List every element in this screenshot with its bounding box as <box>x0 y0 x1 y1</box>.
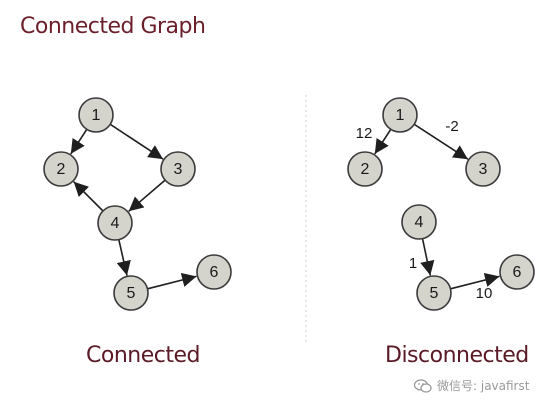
wechat-icon <box>413 378 432 393</box>
node-label: 6 <box>513 264 522 281</box>
node-circle <box>196 254 232 290</box>
watermark: 微信号: javafirst <box>413 377 530 394</box>
edge-1-3 <box>413 123 469 160</box>
edge-5-6 <box>450 272 500 290</box>
graph-connected: 1 2 3 4 5 6 <box>43 97 232 311</box>
graph-node: 4 <box>97 205 133 241</box>
edge-1-3 <box>109 123 164 160</box>
graph-node: 5 <box>416 275 452 311</box>
edge-4-2 <box>73 181 104 212</box>
node-label: 5 <box>430 285 439 302</box>
watermark-text: 微信号: javafirst <box>437 379 530 393</box>
node-circle <box>401 204 437 240</box>
edge-weight-label: 10 <box>476 285 493 302</box>
edge-4-5 <box>116 239 131 276</box>
edge-5-6 <box>147 272 197 290</box>
graph-node: 6 <box>499 254 535 290</box>
node-circle <box>499 254 535 290</box>
node-label: 2 <box>361 161 370 178</box>
edge-1-2 <box>70 128 88 155</box>
node-circle <box>347 151 383 187</box>
node-label: 4 <box>415 214 424 231</box>
graph-node: 3 <box>465 151 501 187</box>
node-circle <box>43 151 79 187</box>
graph-node: 1 <box>382 97 418 133</box>
node-label: 2 <box>57 161 66 178</box>
edge-weight-label: -2 <box>445 118 458 135</box>
edge-4-5 <box>420 238 435 276</box>
graph-node: 1 <box>78 97 114 133</box>
caption-connected: Connected <box>86 343 200 368</box>
node-circle <box>465 151 501 187</box>
graph-node: 2 <box>43 151 79 187</box>
edge-weight-label: 12 <box>356 125 373 142</box>
page-title: Connected Graph <box>20 14 206 39</box>
node-circle <box>97 205 133 241</box>
node-label: 1 <box>396 107 405 124</box>
node-circle <box>78 97 114 133</box>
graph-node: 6 <box>196 254 232 290</box>
graph-node: 3 <box>160 151 196 187</box>
caption-disconnected: Disconnected <box>385 343 529 368</box>
node-label: 6 <box>210 264 219 281</box>
graph-node: 2 <box>347 151 383 187</box>
node-label: 3 <box>479 161 488 178</box>
node-label: 4 <box>111 215 120 232</box>
node-label: 5 <box>127 285 136 302</box>
node-circle <box>113 275 149 311</box>
node-label: 3 <box>174 161 183 178</box>
node-circle <box>382 97 418 133</box>
edge-3-4 <box>128 179 166 212</box>
node-label: 1 <box>92 107 101 124</box>
edge-1-2 <box>374 128 392 155</box>
node-circle <box>416 275 452 311</box>
graph-node: 5 <box>113 275 149 311</box>
node-circle <box>160 151 196 187</box>
edge-weight-label: 1 <box>409 255 417 272</box>
graph-node: 4 <box>401 204 437 240</box>
